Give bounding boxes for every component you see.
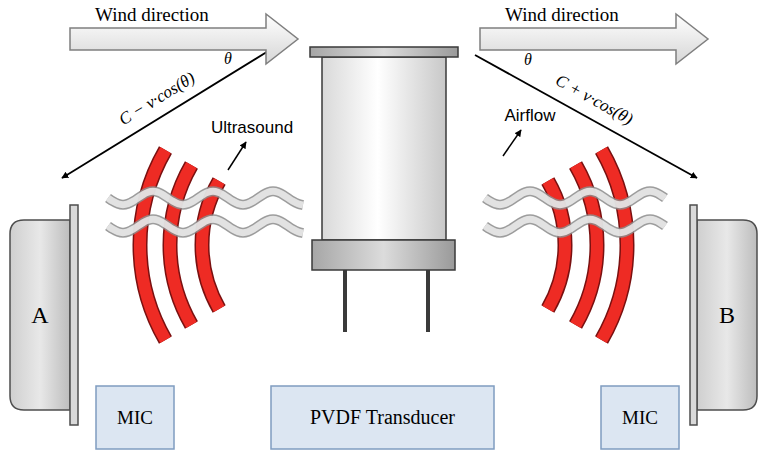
module-box: MIC (600, 385, 680, 450)
box-outline (96, 386, 174, 449)
airflow-band (485, 191, 665, 204)
wave-band (202, 181, 219, 309)
mic-housing (697, 220, 757, 410)
node-text: Wind direction (505, 5, 619, 25)
microphone-b: B (686, 203, 760, 427)
velocity-line (475, 55, 697, 178)
angle-symbol: θ (524, 51, 532, 69)
airflow-band (485, 219, 665, 232)
leader-arrow (228, 142, 246, 170)
airflow-band (108, 219, 303, 233)
mic-housing (10, 220, 70, 410)
wind-arrow: Wind direction (478, 4, 710, 66)
leader-arrow (503, 130, 521, 156)
wave-label: Ultrasound (211, 118, 293, 138)
transducer-body (322, 57, 446, 240)
node-text: B (719, 302, 735, 329)
mic-plate (690, 205, 697, 425)
wave-band (602, 150, 627, 340)
transducer-base (312, 240, 455, 270)
transducer-leg (343, 270, 347, 332)
wave-outline (202, 181, 219, 309)
angle-symbol: θ (224, 50, 232, 68)
velocity-line (62, 50, 270, 178)
mic-plate (70, 205, 78, 425)
node-text: PVDF Transducer (310, 406, 455, 429)
node-text: MIC (117, 407, 153, 429)
module-box: PVDF Transducer (270, 385, 495, 450)
speed-formula: C − v·cos(θ) (115, 68, 198, 130)
wave-outline (602, 150, 627, 340)
airflow-outline (108, 219, 303, 233)
wind-arrow: Wind direction (68, 4, 300, 66)
box-outline (601, 386, 679, 449)
airflow-label: Airflow (504, 106, 555, 126)
transducer-drawing (310, 47, 458, 332)
ultrasound-waves (140, 150, 627, 340)
airflow-lines (108, 191, 665, 233)
airflow-outline (108, 191, 303, 205)
microphone-a: A (8, 203, 82, 427)
node-text: A (31, 302, 48, 329)
transducer-cap (310, 47, 458, 57)
airflow-outline (485, 219, 665, 232)
node-text: Wind direction (95, 5, 209, 25)
wave-band (140, 150, 165, 340)
box-outline (271, 386, 494, 449)
transducer-leg (426, 270, 430, 332)
airflow-band (108, 191, 303, 205)
airflow-outline (485, 191, 665, 204)
wave-outline (140, 150, 165, 340)
wave-band (170, 165, 191, 325)
node-text: MIC (622, 407, 658, 429)
wave-outline (170, 165, 191, 325)
module-box: MIC (95, 385, 175, 450)
